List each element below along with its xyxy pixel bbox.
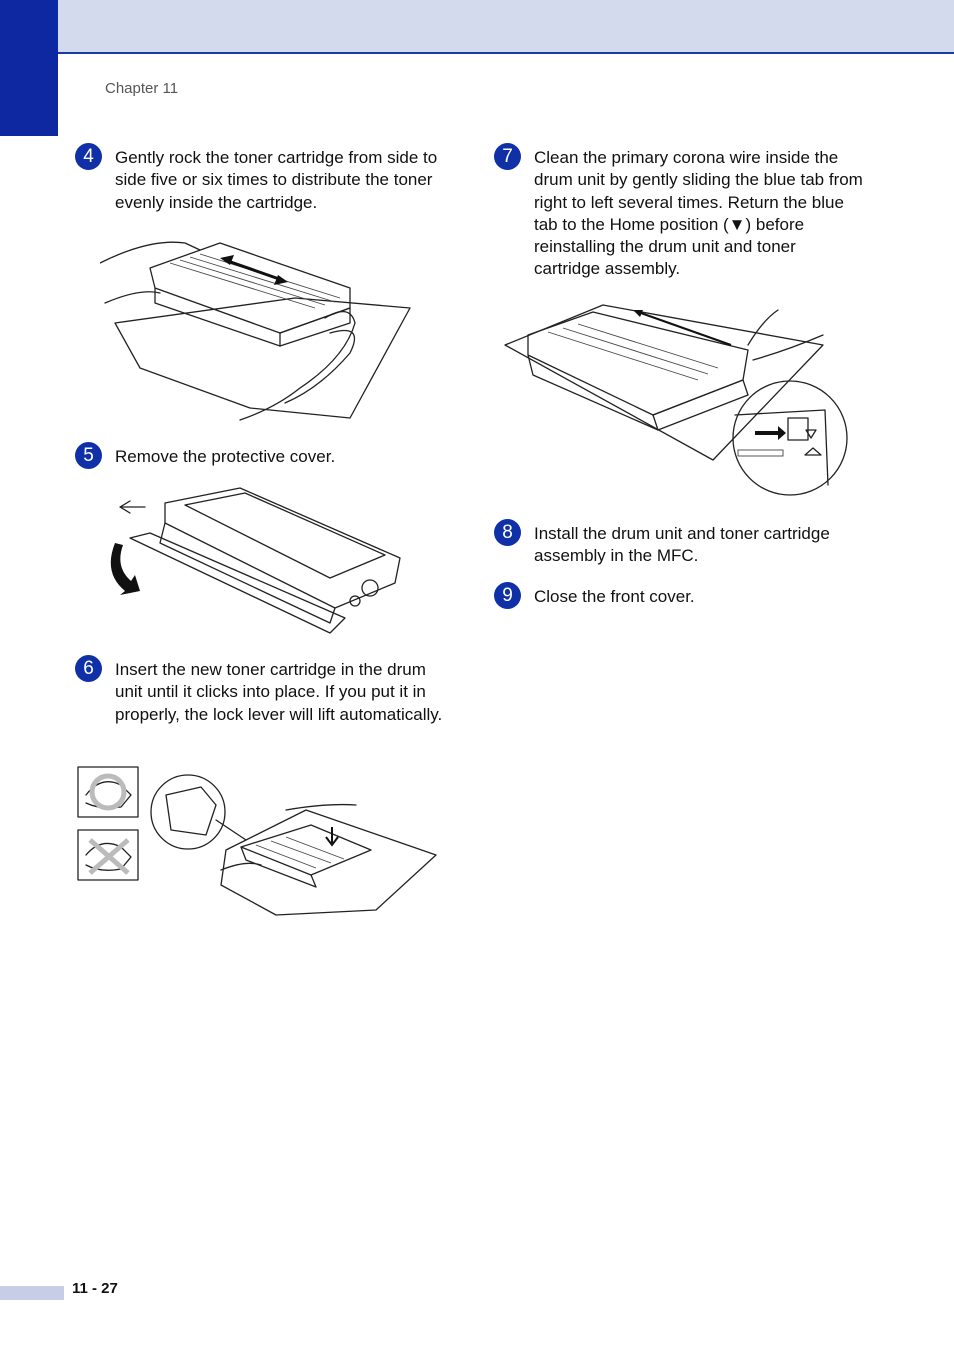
chapter-tab-marker bbox=[0, 0, 58, 136]
step-number-badge: 5 bbox=[75, 442, 102, 469]
step-number-badge: 6 bbox=[75, 655, 102, 682]
step-number-badge: 8 bbox=[494, 519, 521, 546]
figure-insert-toner-into-drum bbox=[76, 765, 441, 925]
step-number-badge: 7 bbox=[494, 143, 521, 170]
step-number-badge: 9 bbox=[494, 582, 521, 609]
step-number-badge: 4 bbox=[75, 143, 102, 170]
footer-bar bbox=[0, 1286, 64, 1300]
step-text: Install the drum unit and toner cartridg… bbox=[534, 524, 830, 566]
page-number: 11 - 27 bbox=[72, 1280, 118, 1297]
chapter-label: Chapter 11 bbox=[105, 80, 179, 97]
step-text: Remove the protective cover. bbox=[115, 447, 336, 466]
figure-remove-protective-cover bbox=[105, 483, 415, 638]
figure-clean-corona-wire bbox=[503, 300, 853, 500]
step-text: Insert the new toner cartridge in the dr… bbox=[115, 660, 443, 724]
header-band bbox=[0, 0, 954, 54]
figure-rock-toner-cartridge bbox=[100, 228, 420, 423]
step-text: Gently rock the toner cartridge from sid… bbox=[115, 148, 438, 212]
step-text: Close the front cover. bbox=[534, 587, 695, 606]
step-text: Clean the primary corona wire inside the… bbox=[534, 148, 863, 279]
